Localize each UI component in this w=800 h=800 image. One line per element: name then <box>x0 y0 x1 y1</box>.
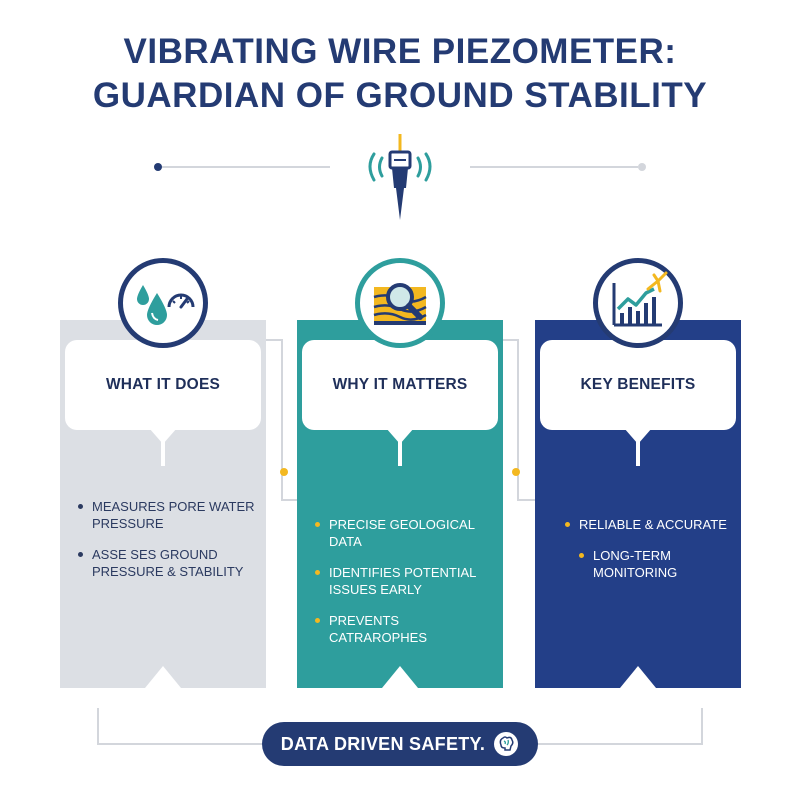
list-item: Measures pore water pressure <box>78 498 258 532</box>
header-why-it-matters: WHY IT MATTERS <box>302 340 498 430</box>
heading-what-it-does: WHAT IT DOES <box>105 376 221 393</box>
list-item: Asse ses ground pressure & stability <box>78 546 258 580</box>
title-line-2: GUARDIAN OF GROUND STABILITY <box>92 76 708 115</box>
magnifier-geology-icon <box>355 258 445 348</box>
bullet-list: Precise geological data Identifies poten… <box>315 516 495 660</box>
list-item: Long-term monitoring <box>579 547 733 581</box>
list-item: Reliable & accurate <box>565 516 733 533</box>
piezometer-sensor-icon <box>368 134 432 220</box>
header-what-it-does: WHAT IT DOES <box>65 340 261 430</box>
brain-icon <box>494 732 519 756</box>
heading-key-benefits: KEY BENEFITS <box>580 376 696 393</box>
column-key-benefits: KEY BENEFITS Reliable & accurate Long-te… <box>535 320 741 688</box>
header-key-benefits: KEY BENEFITS <box>540 340 736 430</box>
badge-label: DATA DRIVEN SAFETY. <box>280 733 486 754</box>
water-drop-gauge-icon <box>118 258 208 348</box>
list-item: Prevents catrarophes <box>315 612 495 646</box>
data-driven-safety-badge: DATA DRIVEN SAFETY. <box>262 722 538 766</box>
bullet-list: Measures pore water pressure Asse ses gr… <box>78 498 258 594</box>
heading-why-it-matters: WHY IT MATTERS <box>332 376 468 393</box>
growth-chart-icon <box>593 258 683 348</box>
list-item: Identifies potential issues early <box>315 564 495 598</box>
bullet-list: Reliable & accurate Long-term monitoring <box>565 516 733 595</box>
column-why-it-matters: WHY IT MATTERS Precise geological data I… <box>297 320 503 688</box>
page-title: VIBRATING WIRE PIEZOMETER: GUARDIAN OF G… <box>0 30 800 118</box>
column-what-it-does: WHAT IT DOES Measures pore water pressur… <box>60 320 266 688</box>
list-item: Precise geological data <box>315 516 495 550</box>
title-line-1: VIBRATING WIRE PIEZOMETER: <box>123 32 677 71</box>
